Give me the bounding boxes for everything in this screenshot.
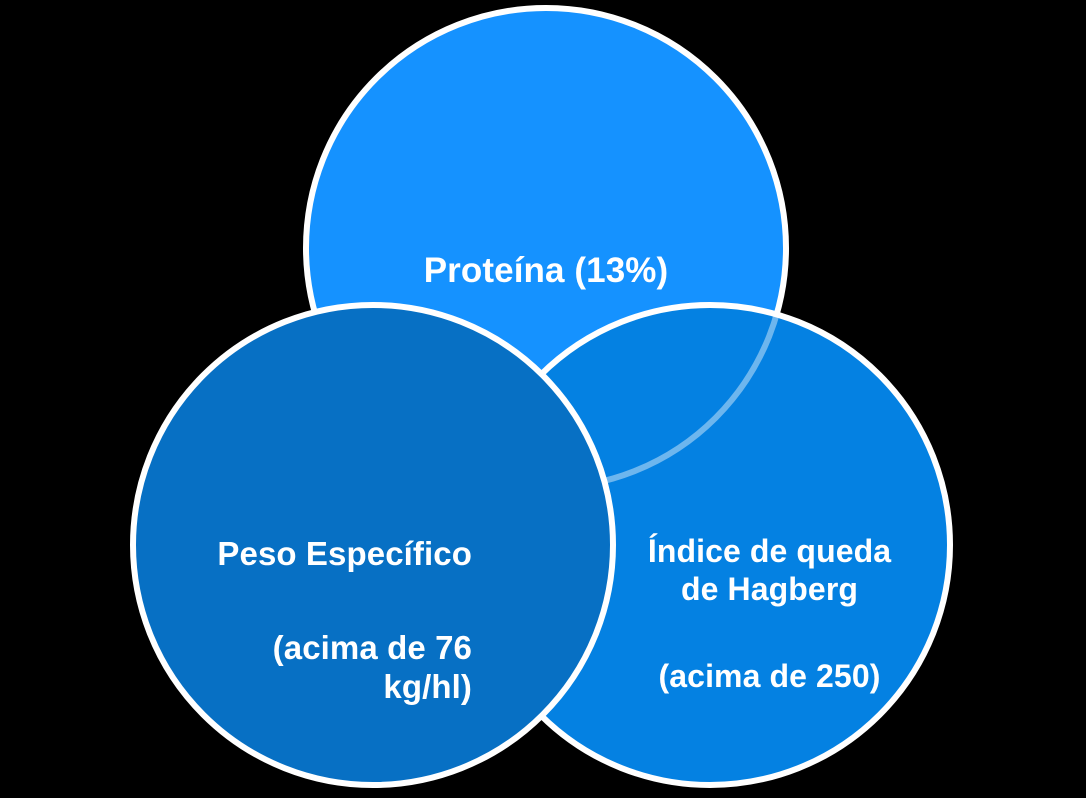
label-paragraph-gap (612, 608, 927, 620)
venn-label-peso-especifico: Peso Específico (acima de 76 kg/hl) (160, 496, 472, 707)
venn-circle-peso-especifico (130, 302, 616, 788)
venn-label-proteina-line1: Proteína (13%) (423, 251, 669, 291)
venn-label-peso-especifico-line2: (acima de 76 kg/hl) (272, 628, 472, 705)
venn-label-indice-queda-hagberg-line1: Índice de queda de Hagberg (647, 532, 892, 607)
venn-label-proteina: Proteína (13%) (326, 209, 766, 292)
venn-label-peso-especifico-line1: Peso Específico (217, 534, 472, 572)
venn-label-indice-queda-hagberg: Índice de queda de Hagberg (acima de 250… (612, 495, 927, 696)
venn-label-indice-queda-hagberg-line2: (acima de 250) (658, 658, 881, 694)
label-paragraph-gap (160, 574, 472, 590)
